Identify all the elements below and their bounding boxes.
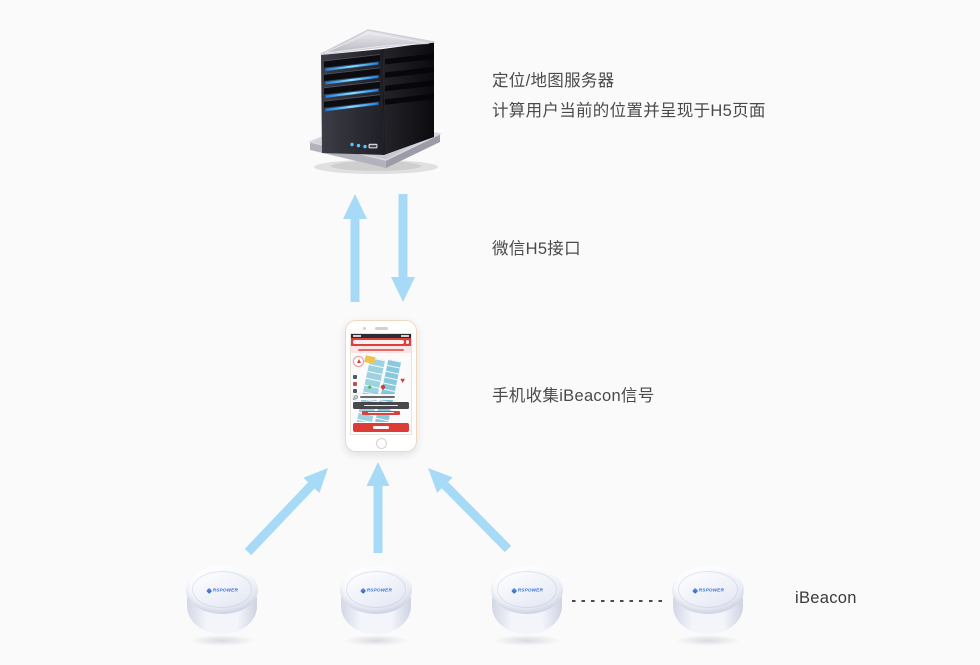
compass-icon xyxy=(353,356,364,367)
ibeacon-label: iBeacon xyxy=(795,589,857,607)
app-notice-bar xyxy=(351,346,411,353)
signal-arrow-right-icon xyxy=(428,468,512,553)
heart-marker-icon: ♥ xyxy=(400,376,405,385)
beacon-top: RSPOWER xyxy=(340,566,412,614)
server-status-leds xyxy=(350,142,378,149)
beacon-logo-icon xyxy=(359,586,366,594)
ibeacon-device: RSPOWER xyxy=(491,566,563,648)
server-label-line1: 定位/地图服务器 xyxy=(492,72,615,90)
beacon-brand-logo: RSPOWER xyxy=(691,586,724,594)
server-drive-bays xyxy=(323,54,381,112)
phone-screen: ♥ xyxy=(350,333,412,435)
beacon-brand-text: RSPOWER xyxy=(366,587,392,593)
beacon-top: RSPOWER xyxy=(672,566,744,614)
beacon-brand-logo: RSPOWER xyxy=(205,586,238,594)
ibeacon-device: RSPOWER xyxy=(186,566,258,648)
home-button xyxy=(375,437,387,449)
beacon-brand-text: RSPOWER xyxy=(517,587,543,593)
server-label: 定位/地图服务器 计算用户当前的位置并呈现于H5页面 xyxy=(492,66,766,126)
beacon-logo-icon xyxy=(691,586,698,594)
gear-icon xyxy=(405,340,409,344)
arrow-up-icon xyxy=(343,194,367,302)
beacon-signal-arrows xyxy=(244,462,512,556)
signal-arrow-middle-icon xyxy=(366,462,390,553)
arrow-down-icon xyxy=(391,194,415,302)
toast-message xyxy=(353,402,409,409)
server-tower xyxy=(320,29,435,156)
floor-plan-highlight xyxy=(364,355,376,365)
server-side-grooves xyxy=(385,53,434,105)
ibeacon-device: RSPOWER xyxy=(672,566,744,648)
smartphone-illustration: ♥ xyxy=(345,320,417,452)
phone-camera-dot xyxy=(363,327,366,330)
beacon-brand-text: RSPOWER xyxy=(212,587,238,593)
signal-arrow-left-icon xyxy=(244,468,328,556)
notice-strip xyxy=(361,410,401,415)
beacon-brand-logo: RSPOWER xyxy=(510,586,543,594)
server-phone-arrows xyxy=(343,194,415,302)
app-nav-bar xyxy=(351,338,411,346)
indoor-map-area: ♥ xyxy=(351,353,411,422)
phone-status-bar xyxy=(351,334,411,338)
phone-label: 手机收集iBeacon信号 xyxy=(492,387,655,405)
server-shadow xyxy=(314,160,438,174)
beacon-top: RSPOWER xyxy=(186,566,258,614)
beacon-logo-icon xyxy=(205,586,212,594)
beacon-brand-text: RSPOWER xyxy=(698,587,724,593)
beacon-brand-logo: RSPOWER xyxy=(359,586,392,594)
stop-nav-button xyxy=(353,423,409,432)
search-bar xyxy=(353,340,404,344)
wechat-h5-label: 微信H5接口 xyxy=(492,240,581,258)
dashed-connector xyxy=(572,600,665,603)
walk-toggle-row xyxy=(353,394,399,400)
beacon-logo-icon xyxy=(510,586,517,594)
phone-earpiece xyxy=(374,327,388,330)
server-label-line2: 计算用户当前的位置并呈现于H5页面 xyxy=(492,102,766,120)
server-illustration xyxy=(309,29,441,174)
ibeacon-device: RSPOWER xyxy=(340,566,412,648)
beacon-top: RSPOWER xyxy=(491,566,563,614)
